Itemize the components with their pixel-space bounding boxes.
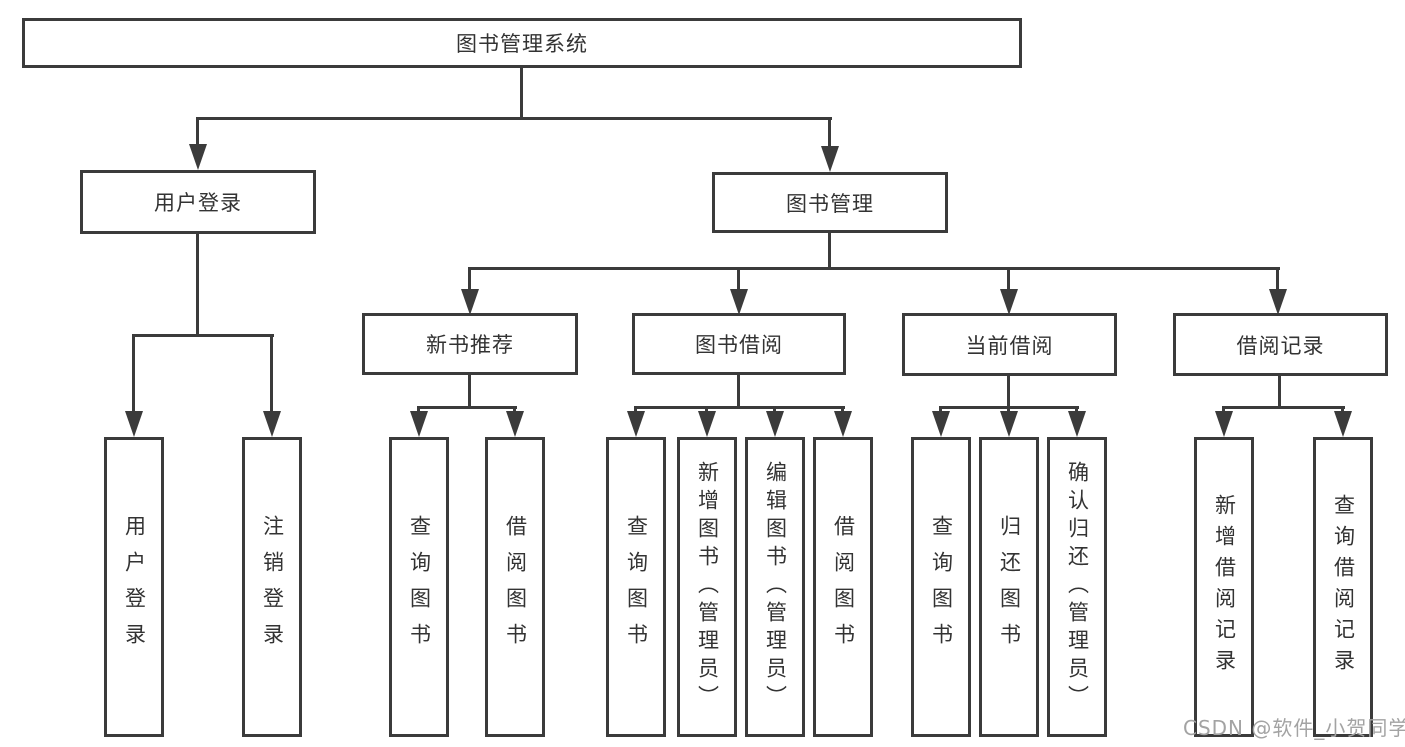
edge-line [468,375,471,407]
edge-line [828,233,831,269]
leaf-label: 借阅图书 [831,515,856,659]
arrow-down-icon [125,411,143,437]
edge-line [1278,376,1281,407]
edge-line [828,118,831,148]
node-label: 借阅记录 [1236,333,1325,358]
leaf-add-borrow-record: 新增借阅记录 [1194,437,1254,737]
node-book-management: 图书管理 [712,172,948,233]
leaf-label: 借阅图书 [503,515,528,659]
leaf-query-books-current: 查询图书 [911,437,971,737]
arrow-down-icon [1334,411,1352,437]
arrow-down-icon [1000,411,1018,437]
edge-line [196,234,199,335]
edge-line [468,267,1280,270]
edge-line [737,375,740,407]
leaf-borrow-books-recommend: 借阅图书 [485,437,545,737]
arrow-down-icon [506,411,524,437]
node-current-borrowing: 当前借阅 [902,313,1117,376]
leaf-label: 查询借阅记录 [1331,494,1356,680]
arrow-down-icon [461,289,479,315]
edge-line [132,335,135,413]
edge-line [1276,268,1279,292]
edge-line [737,268,740,292]
edge-line [196,117,832,120]
leaf-return-book: 归还图书 [979,437,1039,737]
arrow-down-icon [834,411,852,437]
leaf-edit-book-admin: 编辑图书（管理员） [745,437,805,737]
leaf-label: 查询图书 [929,515,954,659]
node-book-borrowing: 图书借阅 [632,313,846,375]
edge-line [270,335,273,413]
edge-line [132,334,274,337]
leaf-label: 查询图书 [407,515,432,659]
node-new-book-recommendation: 新书推荐 [362,313,578,375]
arrow-down-icon [1215,411,1233,437]
leaf-label: 用户登录 [122,515,147,659]
arrow-down-icon [410,411,428,437]
arrow-down-icon [1000,289,1018,315]
edge-line [1007,268,1010,292]
node-borrowing-records: 借阅记录 [1173,313,1388,376]
node-label: 图书管理系统 [456,32,588,56]
leaf-query-books-borrow: 查询图书 [606,437,666,737]
edge-line [520,68,523,118]
node-label: 用户登录 [154,191,242,215]
leaf-confirm-return-admin: 确认归还（管理员） [1047,437,1107,737]
node-label: 图书借阅 [695,333,783,357]
node-label: 图书管理 [786,191,874,216]
leaf-label: 新增图书（管理员） [695,461,720,713]
arrow-down-icon [189,144,207,170]
leaf-user-login: 用户登录 [104,437,164,737]
edge-line [417,406,517,409]
csdn-watermark: CSDN @软件_小贺同学 [1183,716,1405,740]
node-user-login: 用户登录 [80,170,316,234]
leaf-label: 编辑图书（管理员） [763,461,788,713]
arrow-down-icon [1068,411,1086,437]
edge-line [1222,406,1345,409]
leaf-label: 查询图书 [624,515,649,659]
node-label: 当前借阅 [965,333,1054,358]
edge-line [468,268,471,292]
arrow-down-icon [932,411,950,437]
arrow-down-icon [766,411,784,437]
leaf-borrow-books: 借阅图书 [813,437,873,737]
leaf-label: 确认归还（管理员） [1065,461,1090,713]
arrow-down-icon [698,411,716,437]
arrow-down-icon [263,411,281,437]
leaf-add-book-admin: 新增图书（管理员） [677,437,737,737]
arrow-down-icon [730,289,748,315]
leaf-query-books-recommend: 查询图书 [389,437,449,737]
arrow-down-icon [821,146,839,172]
arrow-down-icon [627,411,645,437]
edge-line [634,406,845,409]
leaf-query-borrow-record: 查询借阅记录 [1313,437,1373,737]
edge-line [196,118,199,146]
node-library-management-system: 图书管理系统 [22,18,1022,68]
edge-line [1007,376,1010,407]
node-label: 新书推荐 [426,333,514,357]
arrow-down-icon [1269,289,1287,315]
leaf-label: 注销登录 [260,515,285,659]
leaf-logout: 注销登录 [242,437,302,737]
leaf-label: 归还图书 [997,515,1022,659]
leaf-label: 新增借阅记录 [1212,494,1237,680]
